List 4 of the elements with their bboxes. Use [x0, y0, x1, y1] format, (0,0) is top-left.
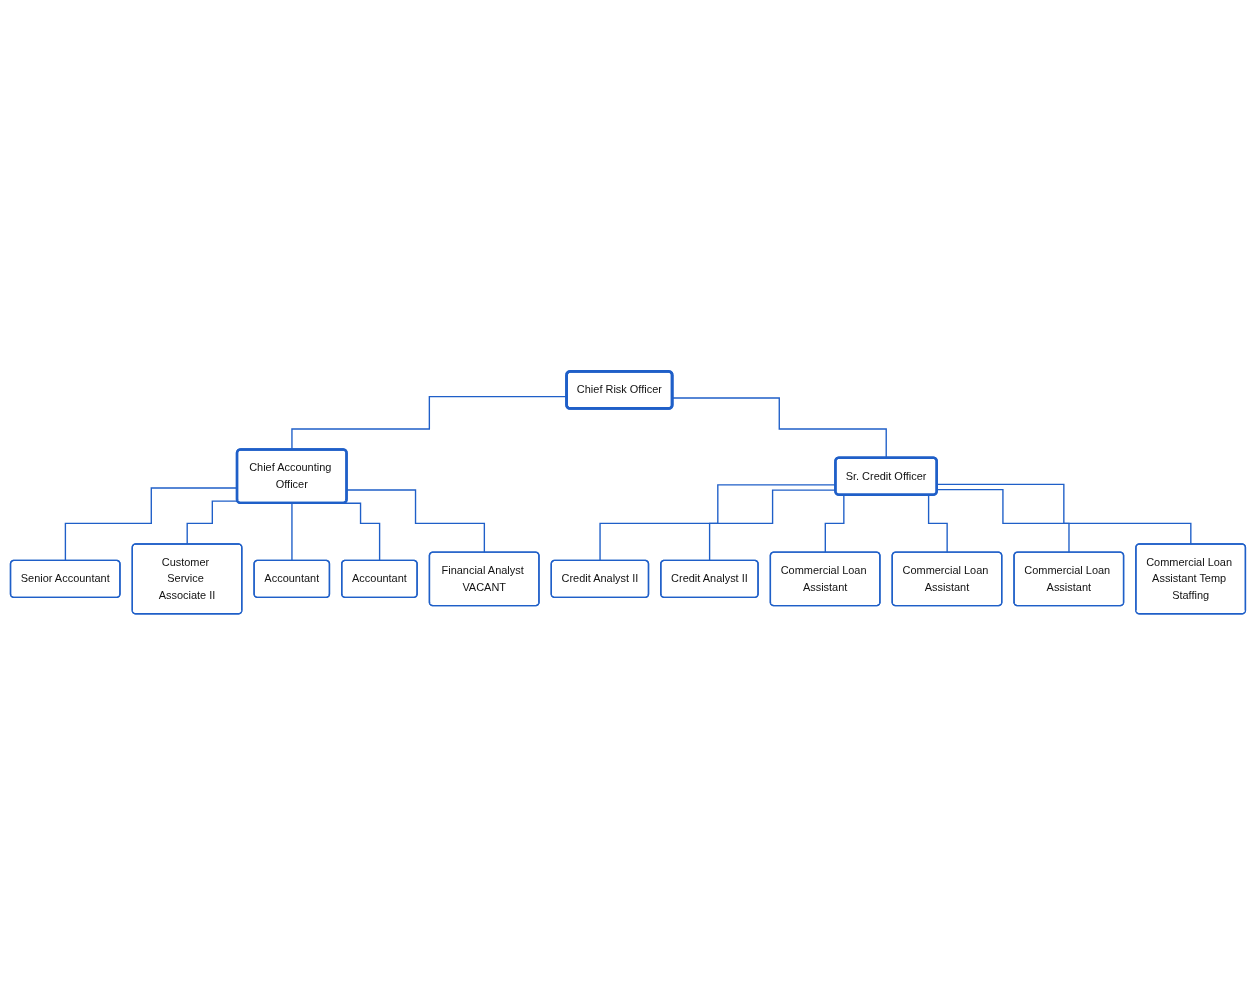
connector [936, 488, 1070, 554]
connector [346, 489, 486, 554]
connector [291, 502, 293, 562]
connector [936, 483, 1192, 545]
